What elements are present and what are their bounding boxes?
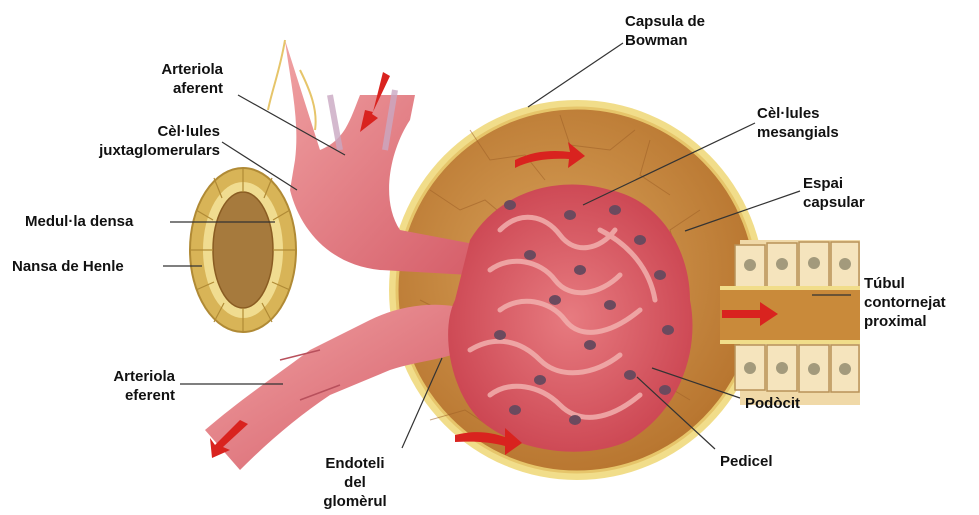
glomerulus	[448, 184, 692, 451]
label-nansa-de-henle: Nansa de Henle	[12, 257, 124, 276]
label-endoteli-del-glomerul: Endoteli del glomèrul	[310, 454, 400, 511]
label-medulla-densa: Medul·la densa	[25, 212, 133, 231]
proximal-tubule	[720, 240, 860, 405]
label-arteriola-aferent: Arteriola aferent	[110, 60, 223, 98]
label-podocit: Podòcit	[745, 394, 800, 413]
label-capsula-de-bowman: Capsula de Bowman	[625, 12, 705, 50]
label-espai-capsular: Espai capsular	[803, 174, 865, 212]
label-cellules-juxtaglomerulars: Cèl·lules juxtaglomerulars	[60, 122, 220, 160]
label-arteriola-eferent: Arteriola eferent	[70, 367, 175, 405]
label-cellules-mesangials: Cèl·lules mesangials	[757, 104, 839, 142]
label-tubul-contornejat-proximal: Túbul contornejat proximal	[864, 274, 946, 331]
label-pedicel: Pedicel	[720, 452, 773, 471]
loop-of-henle	[190, 168, 296, 332]
